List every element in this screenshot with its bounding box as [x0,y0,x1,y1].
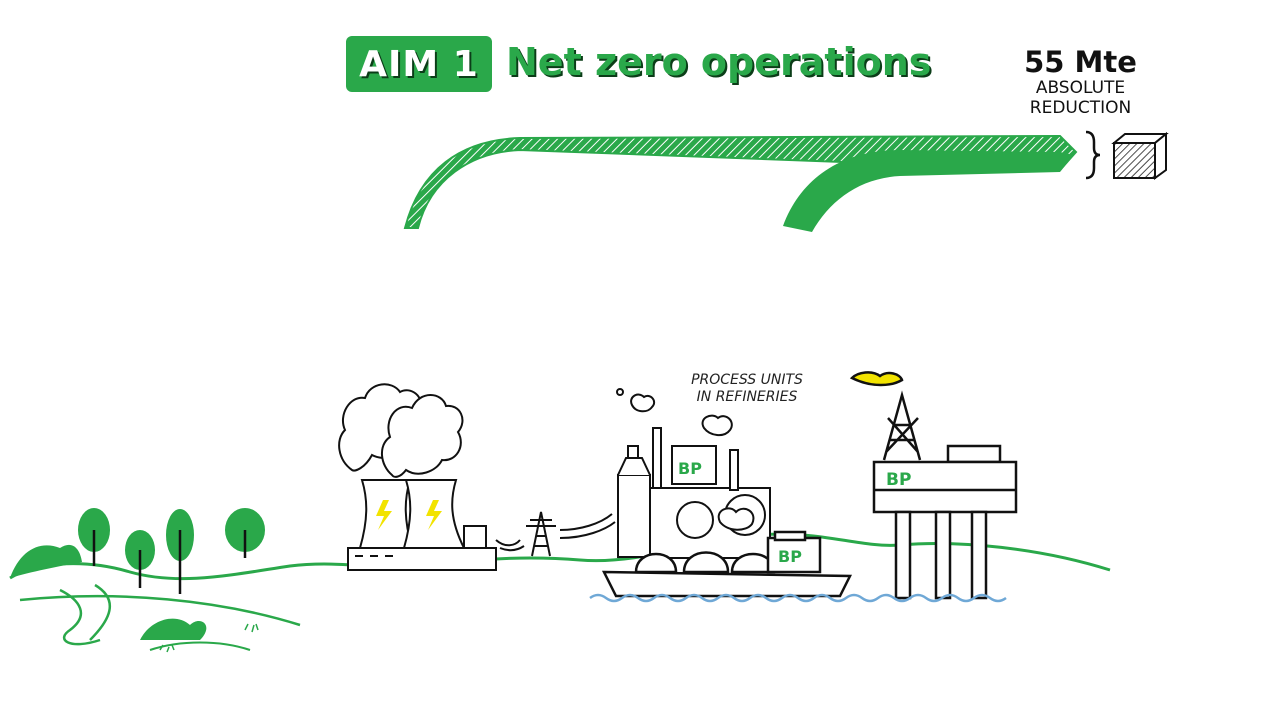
reduction-value: 55 Mte [1024,45,1137,79]
process-label-line1: PROCESS UNITS [691,372,803,388]
aim-badge: AIM 1 [346,36,492,92]
power-plant-icon [338,383,497,571]
aim-title: Net zero operations [506,40,932,84]
pylon-icon [495,511,616,557]
ship-brand: BP [778,547,802,566]
cube-icon [1111,131,1169,180]
oil-rig-icon [849,371,1018,600]
aim-badge-label: AIM 1 [359,43,479,85]
tree-icon [78,508,265,594]
reduction-stat: 55 Mte ABSOLUTE REDUCTION [1008,46,1153,118]
tanker-ship-icon [601,530,853,598]
refinery-brand: BP [678,459,702,478]
arrow-icon [403,134,1078,232]
water-line [589,593,1007,603]
reduction-label-line1: ABSOLUTE [1035,78,1126,98]
rig-brand: BP [886,470,911,490]
reduction-label-line2: REDUCTION [1029,98,1132,118]
refinery-icon [616,388,771,559]
lightning-icon [376,500,442,530]
process-units-label: PROCESS UNITS IN REFINERIES [672,372,822,406]
brace-icon [1085,130,1101,180]
process-label-line2: IN REFINERIES [696,389,798,405]
